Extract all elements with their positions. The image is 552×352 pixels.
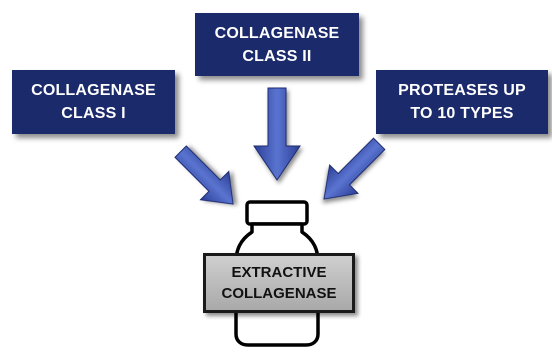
result-label-extractive-collagenase: EXTRACTIVE COLLAGENASE (203, 253, 355, 313)
source-label-line2: CLASS II (242, 47, 312, 65)
source-label-line2: TO 10 TYPES (410, 105, 514, 122)
source-box-collagenase-class-ii: COLLAGENASE CLASS II (195, 13, 359, 76)
result-label-line2: COLLAGENASE (221, 285, 337, 302)
arrow-left (174, 145, 234, 205)
arrow-middle (253, 87, 301, 181)
result-label-line1: EXTRACTIVE (231, 264, 327, 281)
source-box-proteases: PROTEASES UP TO 10 TYPES (376, 70, 548, 134)
source-box-collagenase-class-i: COLLAGENASE CLASS I (12, 70, 175, 134)
source-label-line2: CLASS I (61, 105, 126, 122)
source-label-line1: PROTEASES UP (398, 82, 526, 99)
arrow-right (323, 137, 386, 200)
source-label-line1: COLLAGENASE (214, 24, 340, 42)
source-label-line1: COLLAGENASE (31, 82, 156, 99)
